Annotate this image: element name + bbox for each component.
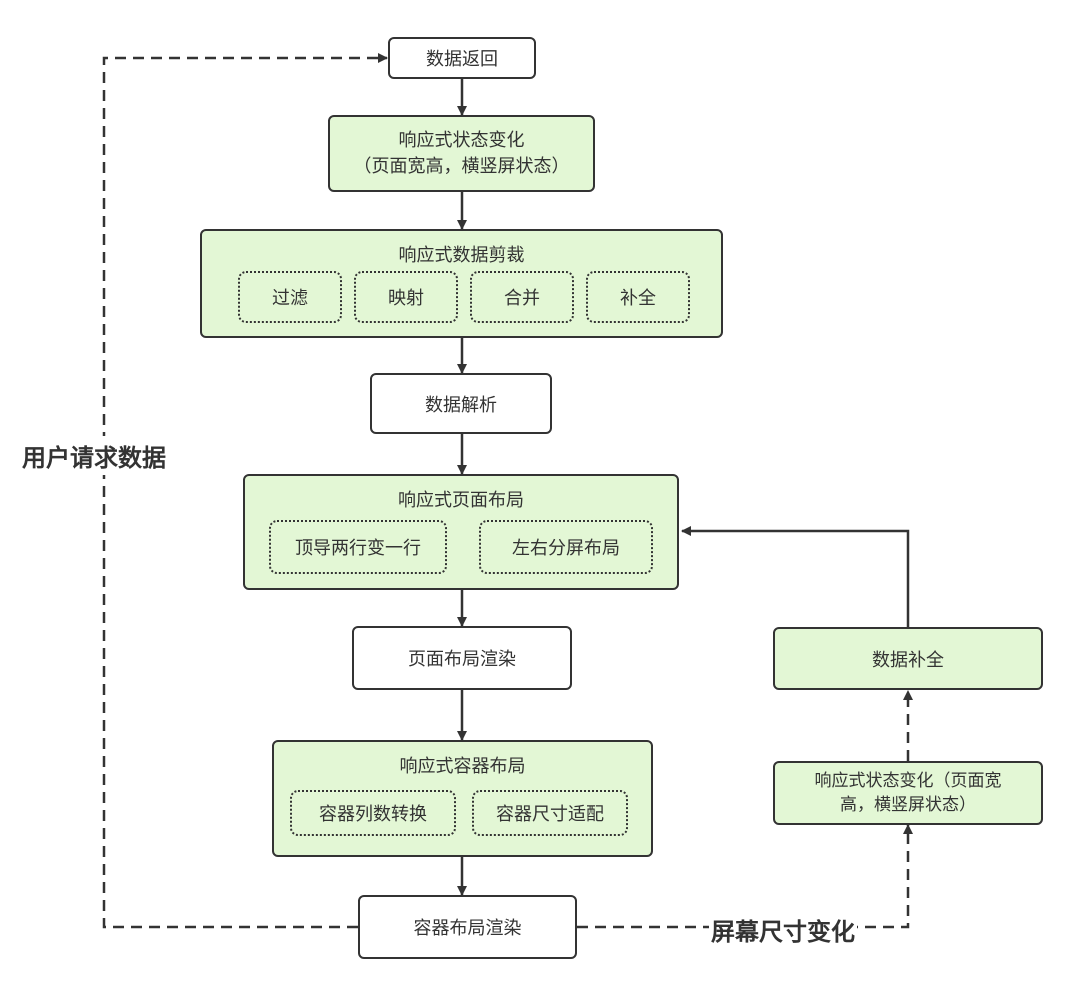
data-complete-label: 数据补全 <box>872 649 944 671</box>
layout-item-nav: 顶导两行变一行 <box>269 520 447 574</box>
state-change-line1: 响应式状态变化 <box>398 129 525 151</box>
container-layout-node: 响应式容器布局 容器列数转换 容器尺寸适配 <box>272 740 653 857</box>
crop-item-complete: 补全 <box>586 271 690 323</box>
data-parse-node: 数据解析 <box>370 373 552 434</box>
arrow-screen-change <box>577 824 913 929</box>
data-return-node: 数据返回 <box>388 37 536 79</box>
crop-item-map: 映射 <box>354 271 458 323</box>
data-parse-label: 数据解析 <box>425 394 497 416</box>
container-layout-title: 响应式容器布局 <box>399 756 526 777</box>
state-change-right-line2: 高，横竖屏状态） <box>840 795 976 815</box>
data-crop-node: 响应式数据剪裁 过滤 映射 合并 补全 <box>200 229 723 338</box>
container-item-size: 容器尺寸适配 <box>472 790 628 836</box>
layout-item-split: 左右分屏布局 <box>479 520 653 574</box>
data-complete-node: 数据补全 <box>773 627 1043 690</box>
state-change-right-node: 响应式状态变化（页面宽 高，横竖屏状态） <box>773 761 1043 825</box>
state-change-right-line1: 响应式状态变化（页面宽 <box>814 771 1002 791</box>
user-request-label: 用户请求数据 <box>22 436 166 475</box>
crop-item-merge: 合并 <box>470 271 574 323</box>
page-layout-node: 响应式页面布局 顶导两行变一行 左右分屏布局 <box>243 474 679 590</box>
screen-change-label: 屏幕尺寸变化 <box>709 912 857 947</box>
state-change-node: 响应式状态变化 （页面宽高，横竖屏状态） <box>328 115 595 192</box>
data-return-label: 数据返回 <box>426 49 498 70</box>
data-crop-title: 响应式数据剪裁 <box>398 245 525 266</box>
page-render-label: 页面布局渲染 <box>408 649 516 670</box>
crop-item-filter: 过滤 <box>238 271 342 323</box>
container-render-label: 容器布局渲染 <box>413 918 522 939</box>
page-render-node: 页面布局渲染 <box>352 626 572 690</box>
arrow-complete-to-layout <box>681 526 910 627</box>
state-change-line2: （页面宽高，横竖屏状态） <box>353 155 570 177</box>
container-render-node: 容器布局渲染 <box>358 895 577 959</box>
container-item-columns: 容器列数转换 <box>290 790 456 836</box>
page-layout-title: 响应式页面布局 <box>398 490 524 511</box>
arrow-user-request-loop <box>102 53 388 929</box>
